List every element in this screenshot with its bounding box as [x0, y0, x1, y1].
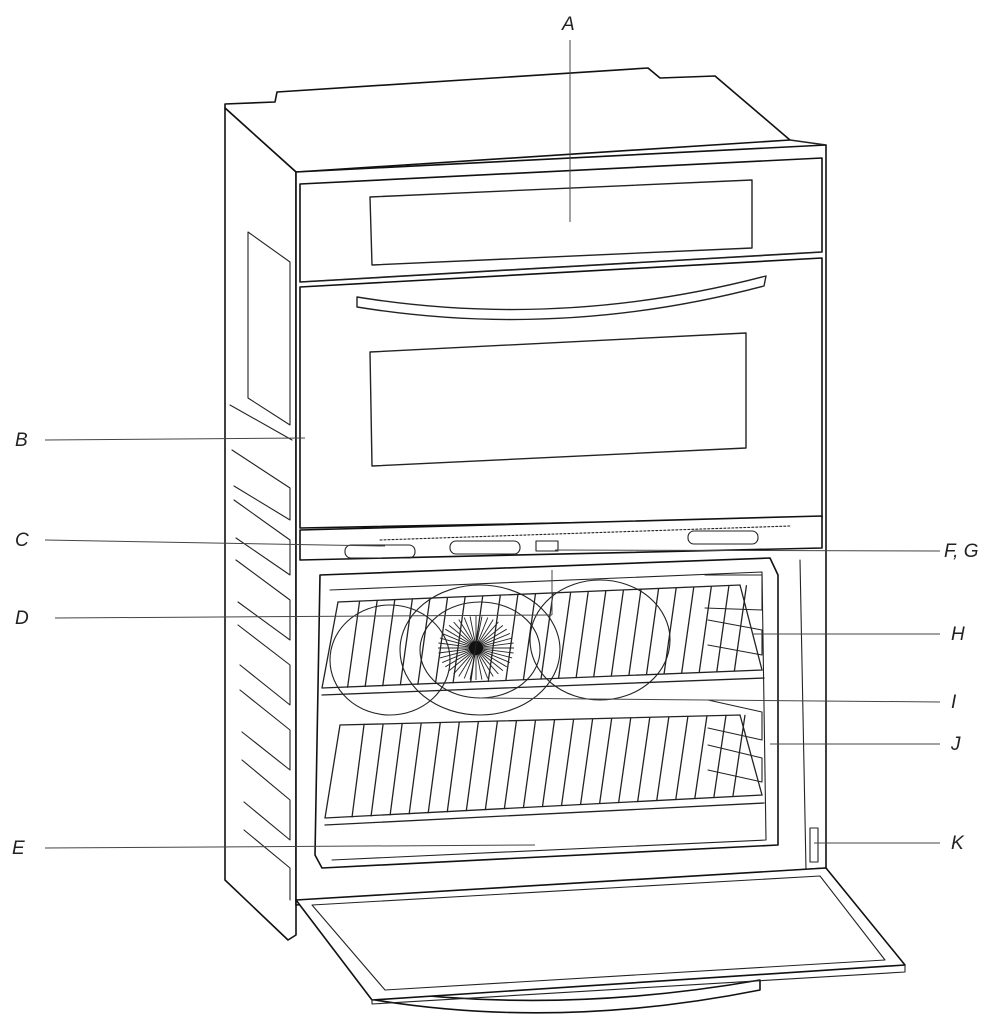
side-panel-details: [229, 231, 293, 901]
rack-bar: [663, 587, 677, 675]
rack-bar: [351, 723, 365, 818]
rack-bar: [446, 721, 460, 813]
vent-strip: [299, 515, 823, 561]
callout-F-G: F, G: [944, 541, 979, 562]
rack-bar: [610, 590, 624, 677]
callout-A: A: [561, 14, 575, 35]
callout-J: J: [950, 734, 961, 755]
callout-K: K: [951, 833, 965, 854]
rack-bar: [541, 719, 556, 808]
callout-C: C: [15, 530, 29, 551]
convection-fan: [329, 579, 671, 716]
rack-bar: [364, 599, 378, 688]
callout-H: H: [951, 624, 965, 645]
rack-bar: [733, 585, 748, 672]
rack-bar: [470, 595, 484, 683]
rack-bar: [417, 597, 431, 685]
rack-bar: [382, 599, 396, 687]
callout-E: E: [12, 838, 25, 859]
rack-bar: [540, 592, 554, 680]
rack-bar: [484, 720, 499, 811]
rack-bar: [716, 585, 730, 673]
callout-D: D: [15, 608, 29, 629]
callout-I: I: [951, 692, 957, 713]
rack-bar: [465, 721, 479, 812]
rack-bar: [618, 717, 632, 803]
upper-oven-door: [299, 257, 823, 529]
rack-bar: [505, 594, 519, 682]
rack-bar: [698, 586, 712, 673]
open-lower-door: [295, 867, 906, 1014]
door-latch: [799, 559, 819, 871]
rack-bar: [593, 590, 607, 678]
rack-bar: [503, 720, 518, 810]
rack-bar: [522, 593, 537, 681]
rack-bar: [575, 591, 589, 679]
control-panel: [299, 157, 823, 283]
rack-bar: [427, 722, 441, 814]
callout-B: B: [15, 430, 28, 451]
rack-bar: [598, 717, 613, 805]
rack-bar: [408, 722, 422, 815]
rack-bar: [522, 719, 537, 809]
lower-oven-rack: [324, 714, 765, 826]
rack-bar: [389, 722, 403, 816]
rack-bar: [637, 717, 651, 802]
rack-bar: [675, 716, 689, 800]
rack-bar: [487, 594, 501, 682]
rack-bar: [346, 600, 361, 688]
rack-bar: [452, 596, 466, 684]
upper-oven-rack: [321, 584, 765, 696]
rack-bar: [579, 718, 594, 806]
rack-bar: [713, 715, 727, 798]
rack-bar: [628, 589, 642, 676]
rack-bar: [694, 715, 708, 799]
rack-bar: [732, 714, 746, 797]
leader-lines: [44, 40, 941, 849]
rack-bar: [399, 598, 413, 686]
rack-bar: [557, 592, 572, 679]
rack-bar: [645, 588, 660, 676]
rack-bar: [681, 587, 695, 674]
rack-bar: [370, 723, 384, 817]
callout-labels: A B C D E F, G H I J K: [12, 14, 979, 859]
rack-bar: [656, 716, 670, 801]
rack-bar: [560, 718, 575, 807]
rack-bar: [434, 597, 449, 685]
